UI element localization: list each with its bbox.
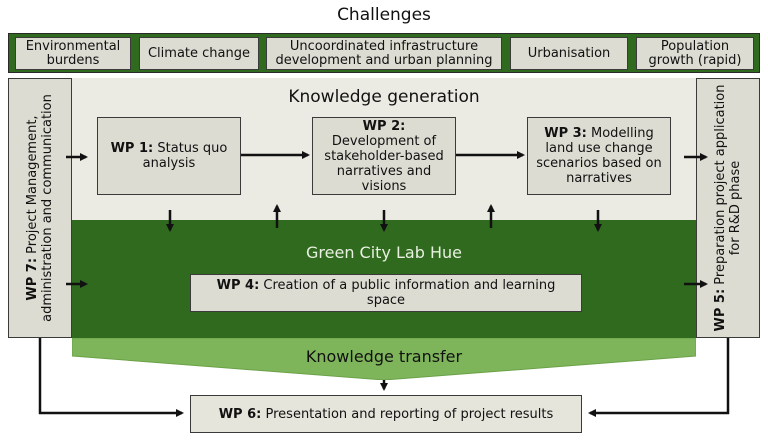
wp3-id: WP 3: [544,126,587,141]
wp2-box: WP 2: Development of stakeholder-based n… [312,117,456,195]
wp2-id: WP 2: [362,118,406,134]
wp1-text: Status quo analysis [142,141,228,171]
challenge-infrastructure: Uncoordinated infrastructure development… [266,37,502,70]
wp3-box: WP 3: Modelling land use change scenario… [527,117,671,195]
challenge-climate-change: Climate change [139,37,259,70]
wp4-box: WP 4: Creation of a public information a… [190,274,582,312]
wp4-text: Creation of a public information and lea… [263,278,556,308]
wp5-box: WP 5: Preparation project application fo… [696,78,760,338]
challenge-label: Environmental burdens [25,38,121,68]
challenge-label: Climate change [147,45,250,61]
wp6-box: WP 6: Presentation and reporting of proj… [190,395,582,433]
wp6-id: WP 6: [218,406,262,422]
knowledge-generation-title: Knowledge generation [288,87,480,107]
challenge-label: Urbanisation [527,45,611,61]
knowledge-transfer-shape [72,338,696,380]
arrow-wp7-to-wp6 [38,338,184,417]
arrow-wp5-to-wp6 [588,338,730,417]
knowledge-transfer-title: Knowledge transfer [305,346,463,366]
challenges-title: Challenges [337,5,431,25]
wp6-text: Presentation and reporting of project re… [265,406,554,422]
wp7-box: WP 7: Project Management, administration… [8,78,72,338]
challenge-population-growth: Population growth (rapid) [636,37,754,70]
wp3-text: Modelling land use change scenarios base… [536,126,662,186]
wp2-text: Development of stakeholder-based narrati… [324,133,444,194]
wp4-id: WP 4: [216,278,260,293]
challenge-label: Uncoordinated infrastructure development… [275,38,493,68]
challenge-label: Population growth (rapid) [648,38,742,68]
green-city-lab-title: Green City Lab Hue [306,242,462,262]
challenge-urbanisation: Urbanisation [510,37,628,70]
wp1-id: WP 1: [110,141,154,156]
challenge-environmental-burdens: Environmental burdens [15,37,131,70]
wp1-box: WP 1: Status quo analysis [97,117,241,195]
